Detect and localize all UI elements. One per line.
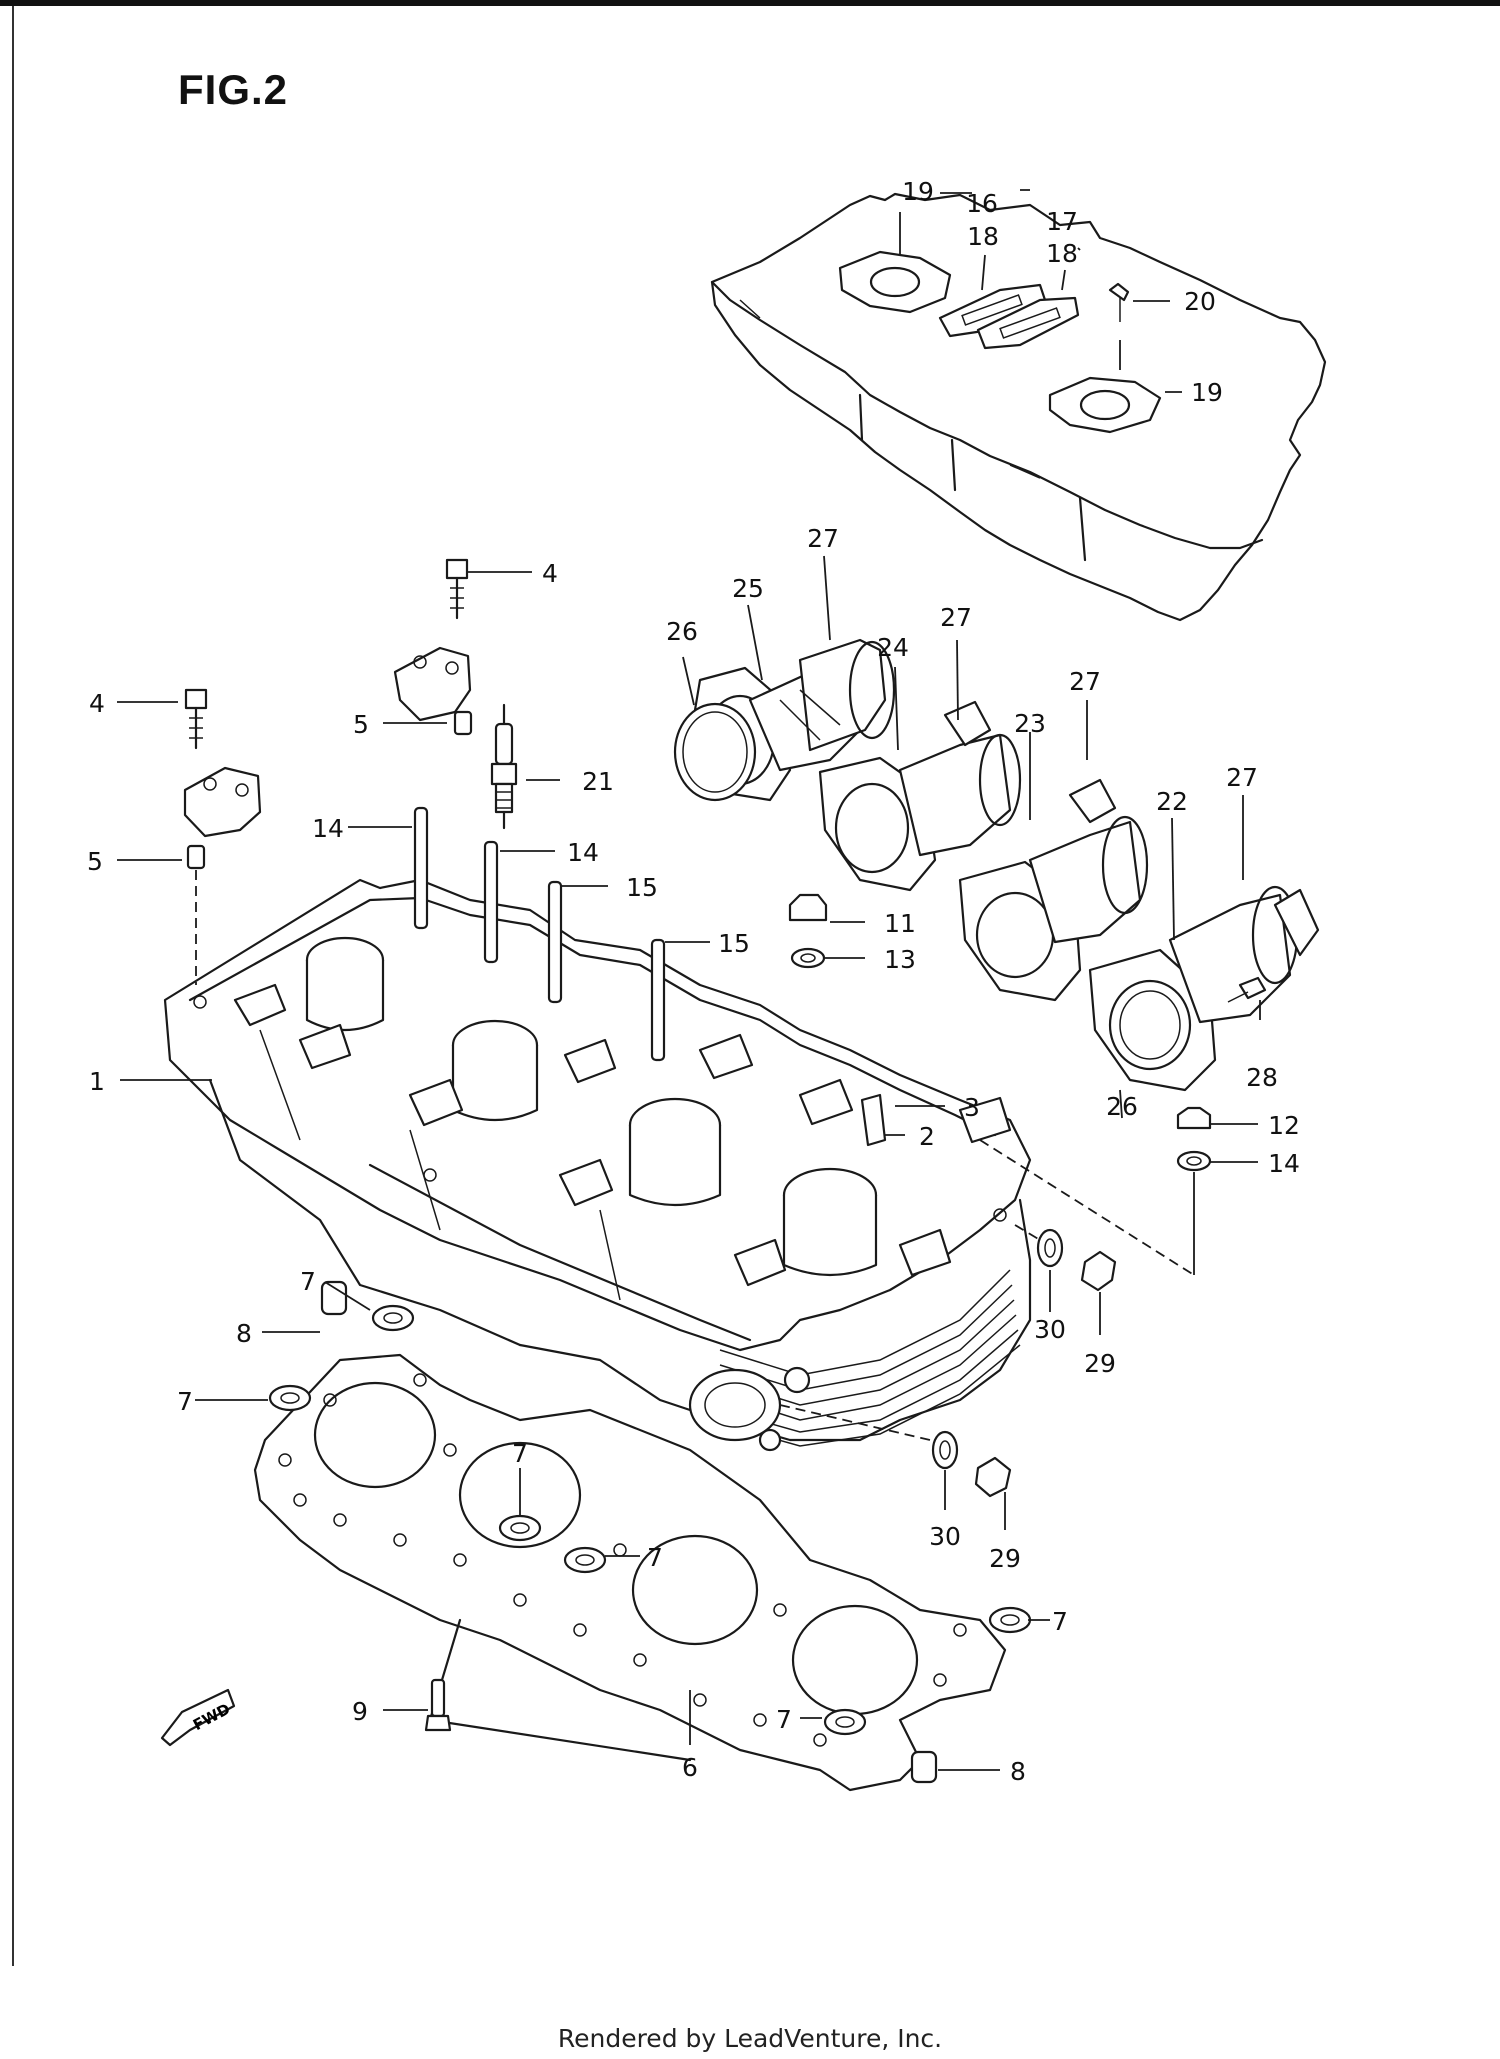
callout-20: 20: [1184, 287, 1216, 316]
footer-credit: Rendered by LeadVenture, Inc.: [557, 2024, 943, 2053]
callout-29-bottom: 29: [989, 1544, 1021, 1573]
spark-plug: [490, 703, 518, 830]
camshaft-holders: [183, 558, 473, 985]
callout-29-right: 29: [1084, 1349, 1116, 1378]
callout-21: 21: [582, 767, 614, 796]
callout-18-left: 18: [967, 222, 999, 251]
callout-23: 23: [1014, 709, 1046, 738]
callout-7-d: 7: [647, 1543, 663, 1572]
callout-13: 14: [1268, 1149, 1300, 1178]
head-gasket: [253, 1280, 1032, 1792]
callout-27-d: 27: [1226, 763, 1258, 792]
callout-4-left: 4: [89, 689, 105, 718]
callout-7-b: 7: [177, 1387, 193, 1416]
callout-30-bottom: 30: [929, 1522, 961, 1551]
studs: [413, 806, 666, 1062]
callout-5-left: 5: [87, 847, 103, 876]
callout-12: 13: [884, 945, 916, 974]
callout-16: 16: [966, 189, 998, 218]
callout-28: 28: [1246, 1063, 1278, 1092]
cylinder-head-cover: [710, 192, 1327, 622]
fittings: [779, 893, 1212, 1498]
callout-22: 22: [1156, 787, 1188, 816]
callout-27-c: 27: [1069, 667, 1101, 696]
callout-2: 2: [919, 1122, 935, 1151]
callout-8-right: 8: [1010, 1757, 1026, 1786]
callout-numbers: 19 16 17 18 18 20 19 4 27 25 26 27 24 27…: [87, 177, 1300, 1786]
callout-17: 17: [1046, 207, 1078, 236]
callout-14-right: 14: [567, 838, 599, 867]
forward-arrow-icon: FWD: [160, 1688, 236, 1747]
callout-7-f: 7: [776, 1705, 792, 1734]
callout-6: 6: [682, 1753, 698, 1782]
callout-1: 1: [89, 1067, 105, 1096]
callout-26-top: 26: [666, 617, 698, 646]
callout-18-right: 18: [1046, 239, 1078, 268]
intake-pipes: [673, 638, 1320, 1092]
callout-7-e: 7: [1052, 1607, 1068, 1636]
callout-19-top: 19: [902, 177, 934, 206]
top-border: [0, 0, 1500, 6]
callout-3: 3: [964, 1093, 980, 1122]
callout-7-c: 7: [512, 1439, 528, 1468]
callout-30-right: 30: [1034, 1315, 1066, 1344]
callout-14-left: 14: [312, 814, 344, 843]
callout-11: 12: [1268, 1111, 1300, 1140]
left-border: [12, 6, 14, 1966]
callout-4-top: 4: [542, 559, 558, 588]
callout-27-b: 27: [940, 603, 972, 632]
callout-5-top: 5: [353, 710, 369, 739]
callout-7-a: 7: [300, 1267, 316, 1296]
callout-9: 9: [352, 1697, 368, 1726]
callout-24: 24: [877, 633, 909, 662]
leader-lines: [117, 189, 1261, 1771]
callout-10: 11: [884, 909, 916, 938]
callout-8-left: 8: [236, 1319, 252, 1348]
callout-25: 25: [732, 574, 764, 603]
cylinder-head: [163, 878, 1032, 1452]
callout-15-b: 15: [718, 929, 750, 958]
callout-15-a: 15: [626, 873, 658, 902]
figure-title: FIG.2: [178, 66, 289, 113]
callout-27-a: 27: [807, 524, 839, 553]
callout-19-right: 19: [1191, 378, 1223, 407]
callout-26-right: 26: [1106, 1092, 1138, 1121]
